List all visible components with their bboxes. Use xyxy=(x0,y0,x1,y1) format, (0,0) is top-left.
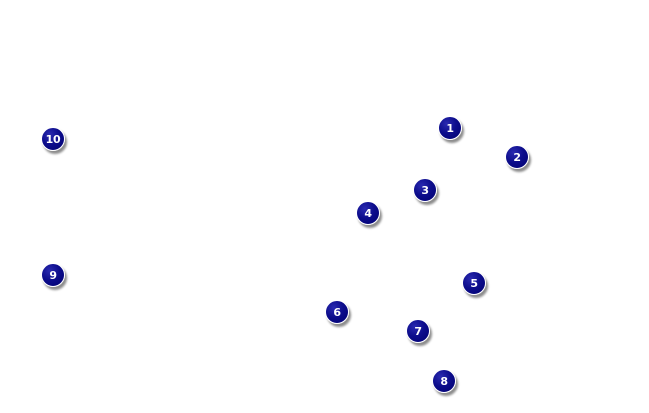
map-marker-9[interactable]: 9 xyxy=(41,263,65,287)
marker-label: 8 xyxy=(440,374,448,388)
marker-label: 6 xyxy=(333,305,341,319)
marker-label: 9 xyxy=(49,268,57,282)
marker-label: 10 xyxy=(45,132,61,146)
marker-label: 5 xyxy=(470,276,478,290)
map-marker-8[interactable]: 8 xyxy=(432,369,456,393)
map-marker-6[interactable]: 6 xyxy=(325,300,349,324)
map-marker-2[interactable]: 2 xyxy=(505,145,529,169)
marker-label: 4 xyxy=(364,206,372,220)
marker-label: 3 xyxy=(421,183,429,197)
map-marker-1[interactable]: 1 xyxy=(438,116,462,140)
map-marker-3[interactable]: 3 xyxy=(413,178,437,202)
map-marker-7[interactable]: 7 xyxy=(406,319,430,343)
marker-label: 1 xyxy=(446,121,454,135)
map-marker-4[interactable]: 4 xyxy=(356,201,380,225)
map-marker-10[interactable]: 10 xyxy=(41,127,65,151)
marker-label: 7 xyxy=(414,324,422,338)
marker-label: 2 xyxy=(513,150,521,164)
map-marker-5[interactable]: 5 xyxy=(462,271,486,295)
